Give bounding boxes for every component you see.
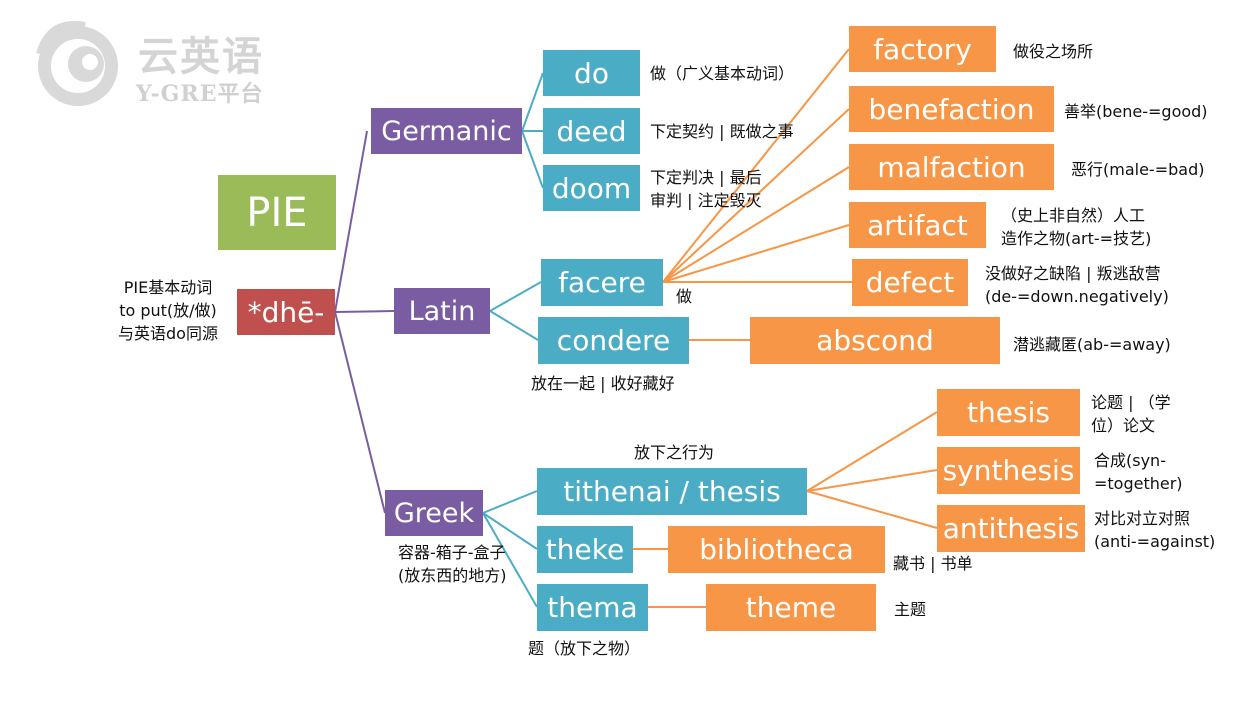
meaning-abscond: 潜逃藏匿(ab-=away): [1013, 335, 1171, 354]
word-thesis: thesis: [937, 389, 1080, 436]
word-thema: thema: [537, 584, 648, 631]
logo-swirl-icon: [36, 20, 118, 106]
edge-facere-artifact: [662, 224, 850, 283]
word-tithenai: tithenai / thesis: [537, 468, 807, 515]
word-theke: theke: [537, 526, 633, 573]
edge-root-germanic: [334, 130, 368, 313]
word-doom: doom: [543, 165, 640, 211]
root-note-line: 与英语do同源: [118, 324, 218, 343]
edge-latin-facere: [489, 281, 542, 312]
meaning-thema: 题（放下之物）: [528, 639, 641, 658]
meaning-line: (de-=down.negatively): [985, 287, 1169, 306]
word-malfaction: malfaction: [849, 144, 1054, 190]
meaning-condere: 放在一起 | 收好藏好: [531, 374, 675, 393]
meaning-defect: 没做好之缺陷 | 叛逃敌营 (de-=down.negatively): [985, 262, 1169, 308]
root-note-line: to put(放/做): [119, 301, 217, 320]
edge-facere-malfaction: [662, 166, 850, 283]
meaning-thesis: 论题 | （学 位）论文: [1091, 391, 1171, 437]
edge-tithenai-antithesis: [806, 490, 938, 529]
meaning-line: 位）论文: [1091, 416, 1156, 435]
word-factory: factory: [849, 26, 996, 72]
branch-greek: Greek: [385, 490, 483, 536]
edge-root-greek: [334, 311, 386, 514]
greek-note: 容器-箱子-盒子 (放东西的地方): [398, 541, 507, 587]
word-bibliotheca: bibliotheca: [668, 526, 885, 573]
word-benefaction: benefaction: [849, 86, 1054, 132]
meaning-malfaction: 恶行(male-=bad): [1071, 160, 1205, 179]
greek-note-line: 容器-箱子-盒子: [398, 543, 506, 562]
edge-greek-theke: [482, 512, 538, 550]
meaning-line: 合成(syn-: [1094, 451, 1166, 470]
edge-tithenai-synthesis: [806, 469, 938, 492]
root-note-line: PIE基本动词: [123, 278, 213, 297]
root-word-box: *dhē-: [237, 289, 335, 335]
meaning-benefaction: 善举(bene-=good): [1064, 102, 1208, 121]
meaning-do: 做（广义基本动词）: [650, 64, 795, 83]
meaning-synthesis: 合成(syn- =together): [1094, 449, 1183, 495]
edge-germanic-doom: [521, 130, 544, 189]
greek-note-line: (放东西的地方): [398, 566, 507, 585]
meaning-line: 下定判决 | 最后: [650, 168, 762, 187]
logo-title: 云英语: [138, 34, 264, 80]
edge-germanic-do: [521, 72, 544, 132]
word-do: do: [543, 50, 640, 96]
word-facere: facere: [541, 259, 663, 306]
edge-root-latin: [334, 310, 395, 313]
word-theme: theme: [706, 584, 876, 631]
root-note: PIE基本动词 to put(放/做) 与英语do同源: [108, 276, 228, 345]
meaning-doom: 下定判决 | 最后 审判 | 注定毁灭: [650, 166, 762, 212]
word-abscond: abscond: [750, 317, 1000, 364]
edge-latin-condere: [489, 310, 539, 341]
edge-greek-tithenai: [482, 490, 538, 514]
pie-title-box: PIE: [218, 175, 336, 250]
meaning-line: 造作之物(art-=技艺): [1001, 229, 1152, 248]
meaning-bibliotheca: 藏书 | 书单: [893, 554, 973, 573]
word-synthesis: synthesis: [937, 447, 1080, 494]
meaning-line: =together): [1094, 474, 1183, 493]
word-defect: defect: [852, 259, 968, 306]
meaning-line: 论题 | （学: [1091, 393, 1171, 412]
branch-germanic: Germanic: [371, 108, 522, 154]
meaning-line: 对比对立对照: [1094, 509, 1191, 528]
word-antithesis: antithesis: [937, 505, 1085, 552]
edge-tithenai-thesis: [806, 411, 938, 492]
edge-facere-factory: [662, 48, 850, 283]
meaning-line: （史上非自然）人工: [1001, 206, 1146, 225]
meaning-tithenai: 放下之行为: [634, 443, 715, 462]
meaning-facere: 做: [676, 287, 693, 306]
word-artifact: artifact: [849, 202, 986, 248]
word-deed: deed: [543, 108, 640, 154]
meaning-factory: 做役之场所: [1013, 42, 1094, 61]
meaning-deed: 下定契约 | 既做之事: [650, 122, 794, 141]
meaning-line: 审判 | 注定毁灭: [650, 191, 762, 210]
edge-greek-thema: [482, 512, 538, 608]
meaning-artifact: （史上非自然）人工 造作之物(art-=技艺): [1001, 204, 1151, 250]
word-condere: condere: [538, 317, 689, 364]
logo: 云英语 Y-GRE平台: [30, 14, 310, 114]
logo-subtitle: Y-GRE平台: [136, 81, 264, 107]
meaning-line: (anti-=against): [1094, 532, 1216, 551]
edge-facere-benefaction: [662, 108, 850, 283]
branch-latin: Latin: [394, 288, 490, 334]
meaning-antithesis: 对比对立对照 (anti-=against): [1094, 507, 1215, 553]
meaning-theme: 主题: [894, 600, 927, 619]
meaning-line: 没做好之缺陷 | 叛逃敌营: [985, 264, 1161, 283]
